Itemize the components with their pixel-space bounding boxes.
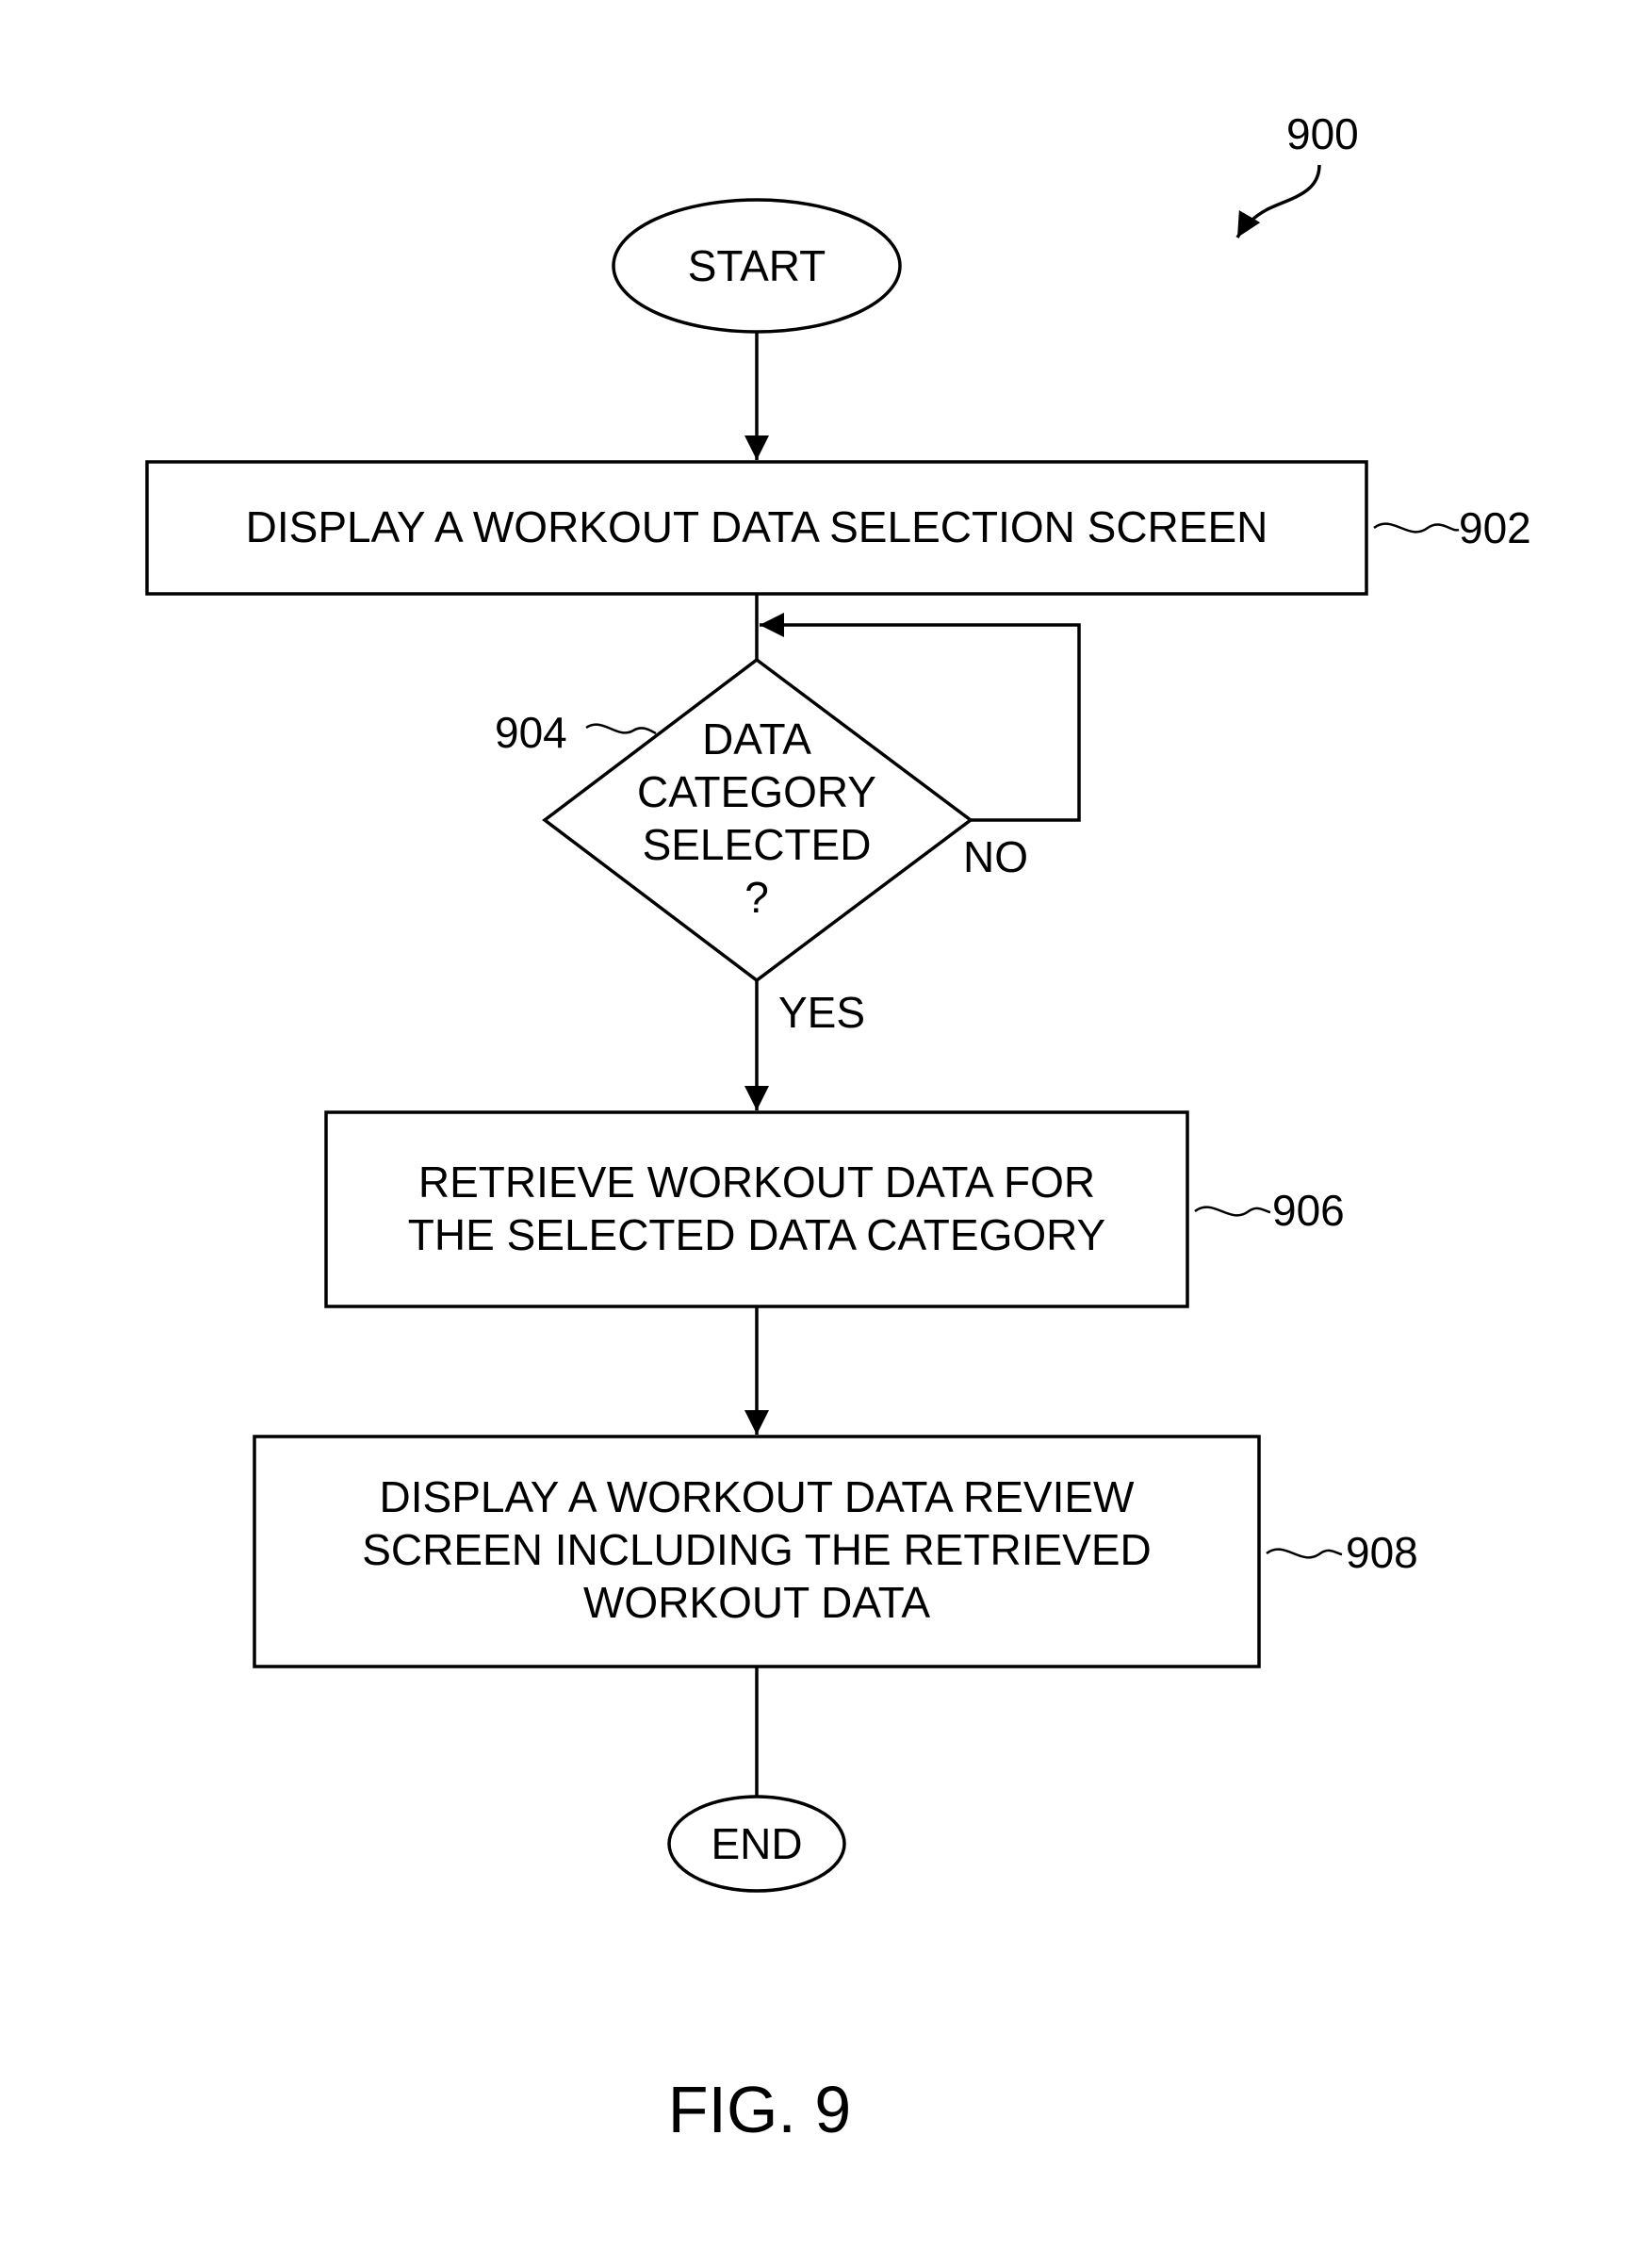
process-908-text-line-2: SCREEN INCLUDING THE RETRIEVED xyxy=(362,1525,1152,1574)
ref-leader-902 xyxy=(1374,524,1459,533)
ref-label-908: 908 xyxy=(1346,1528,1418,1577)
ref-leader-904 xyxy=(586,725,656,733)
process-908-text-line-3: WORKOUT DATA xyxy=(583,1578,930,1627)
process-box-906: RETRIEVE WORKOUT DATA FOR THE SELECTED D… xyxy=(326,1112,1187,1306)
start-terminal: START xyxy=(613,200,900,332)
ref-leader-906 xyxy=(1195,1207,1270,1216)
decision-904-text-line-1: DATA xyxy=(702,714,811,764)
decision-904-text-line-3: SELECTED xyxy=(643,820,872,869)
branch-yes-label: YES xyxy=(778,988,865,1037)
ref-label-904: 904 xyxy=(495,708,567,757)
branch-no-label: NO xyxy=(963,832,1028,881)
figure-label: FIG. 9 xyxy=(668,2073,851,2146)
diagram-ref-label: 900 xyxy=(1286,109,1359,158)
decision-diamond-904: DATA CATEGORY SELECTED ? xyxy=(545,660,971,980)
end-label: END xyxy=(711,1819,802,1868)
process-box-902: DISPLAY A WORKOUT DATA SELECTION SCREEN xyxy=(147,462,1366,594)
process-908-text-line-1: DISPLAY A WORKOUT DATA REVIEW xyxy=(380,1472,1136,1521)
decision-904-text-line-4: ? xyxy=(744,873,769,922)
end-terminal: END xyxy=(669,1797,844,1891)
start-label: START xyxy=(688,241,826,290)
ref-label-902: 902 xyxy=(1459,503,1531,552)
diagram-ref-pointer-arrow xyxy=(1237,165,1319,238)
decision-904-text-line-2: CATEGORY xyxy=(637,767,876,816)
ref-leader-908 xyxy=(1267,1550,1342,1558)
process-902-text-line-1: DISPLAY A WORKOUT DATA SELECTION SCREEN xyxy=(246,502,1268,551)
process-906-text-line-2: THE SELECTED DATA CATEGORY xyxy=(408,1210,1105,1259)
ref-label-906: 906 xyxy=(1272,1186,1345,1235)
process-box-908: DISPLAY A WORKOUT DATA REVIEW SCREEN INC… xyxy=(254,1437,1259,1667)
process-906-text-line-1: RETRIEVE WORKOUT DATA FOR xyxy=(418,1158,1095,1207)
